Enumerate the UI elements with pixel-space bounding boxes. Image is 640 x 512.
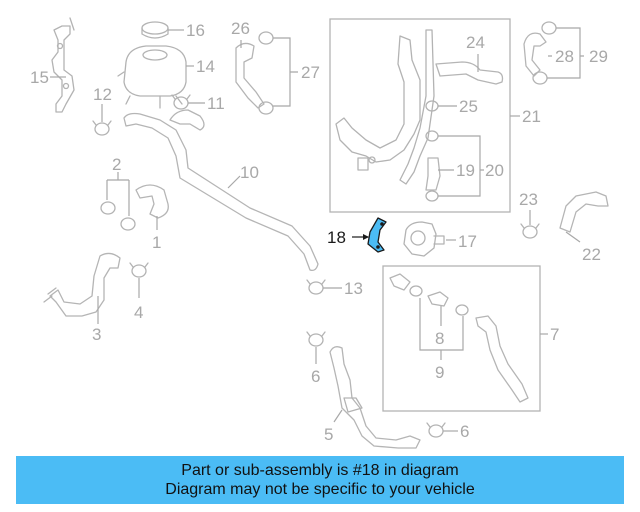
callout-21: 21 [522,107,541,126]
leader-22 [565,231,581,243]
hose-part-5 [329,346,421,449]
leader-19-20 [438,135,484,197]
hose-assembly-part-7 [389,273,529,403]
reservoir-cap-part-16 [141,21,169,39]
callout-8: 8 [435,329,444,348]
callout-12: 12 [93,85,112,104]
callout-19: 19 [456,161,475,180]
callout-3: 3 [92,325,101,344]
leader-28-29 [547,27,584,79]
coolant-reservoir-part-14 [117,45,187,109]
hose-clamp-part-23 [520,223,540,239]
hose-part-28 [523,21,557,85]
callout-25: 25 [459,97,478,116]
callout-27: 27 [301,63,320,82]
callout-10: 10 [240,163,259,182]
callout-6-lower: 6 [460,422,469,441]
coolant-pipe-part-10 [123,109,319,272]
leader-27 [273,37,298,107]
callout-5: 5 [324,425,333,444]
leader-10 [227,175,241,189]
callout-13: 13 [344,279,363,298]
callout-20: 20 [485,161,504,180]
hose-clamp-part-6-upper [306,331,326,347]
callout-4: 4 [134,303,143,322]
hose-part-19 [425,130,441,202]
leader-2 [106,172,130,216]
leader-18-arrowhead [363,234,369,240]
leader-8-9 [419,298,464,360]
hose-clamps-part-2 [100,201,136,231]
callout-17: 17 [458,232,477,251]
callout-9: 9 [435,363,444,382]
hose-part-3 [43,252,121,317]
banner-line-part: Part or sub-assembly is #18 in diagram [181,462,459,479]
callout-14: 14 [196,57,215,76]
callout-15: 15 [30,68,49,87]
hose-clamp-part-12 [92,120,112,136]
callout-16: 16 [186,21,205,40]
callout-29: 29 [589,47,608,66]
hose-clamp-part-13 [306,279,326,295]
callout-11: 11 [207,94,225,113]
hose-clamp-part-6-lower [426,422,446,438]
part-info-banner: Part or sub-assembly is #18 in diagram D… [16,456,624,504]
inset-box-7 [382,265,541,412]
hose-part-26 [235,42,265,109]
callout-18: 18 [327,228,346,247]
callout-6-upper: 6 [311,367,320,386]
callout-24: 24 [466,33,485,52]
hose-part-1 [135,184,169,219]
callout-2: 2 [112,155,121,174]
hose-part-24 [435,61,504,85]
water-pump-part-17 [403,221,445,257]
hose-part-22 [559,191,609,233]
mounting-bracket-part-18-highlighted [367,217,387,253]
callout-28: 28 [555,47,574,66]
callout-23: 23 [519,190,538,209]
connector-part-8 [409,285,469,316]
callout-22: 22 [582,245,601,264]
callout-7: 7 [550,325,559,344]
callout-1: 1 [152,233,161,252]
bracket-part-15 [51,17,75,113]
hose-clamp-part-4 [129,262,149,278]
leader-5 [333,409,343,423]
callout-26: 26 [231,19,250,38]
banner-line-disclaimer: Diagram may not be specific to your vehi… [165,481,475,498]
pipe-assembly-part-21 [335,29,435,185]
